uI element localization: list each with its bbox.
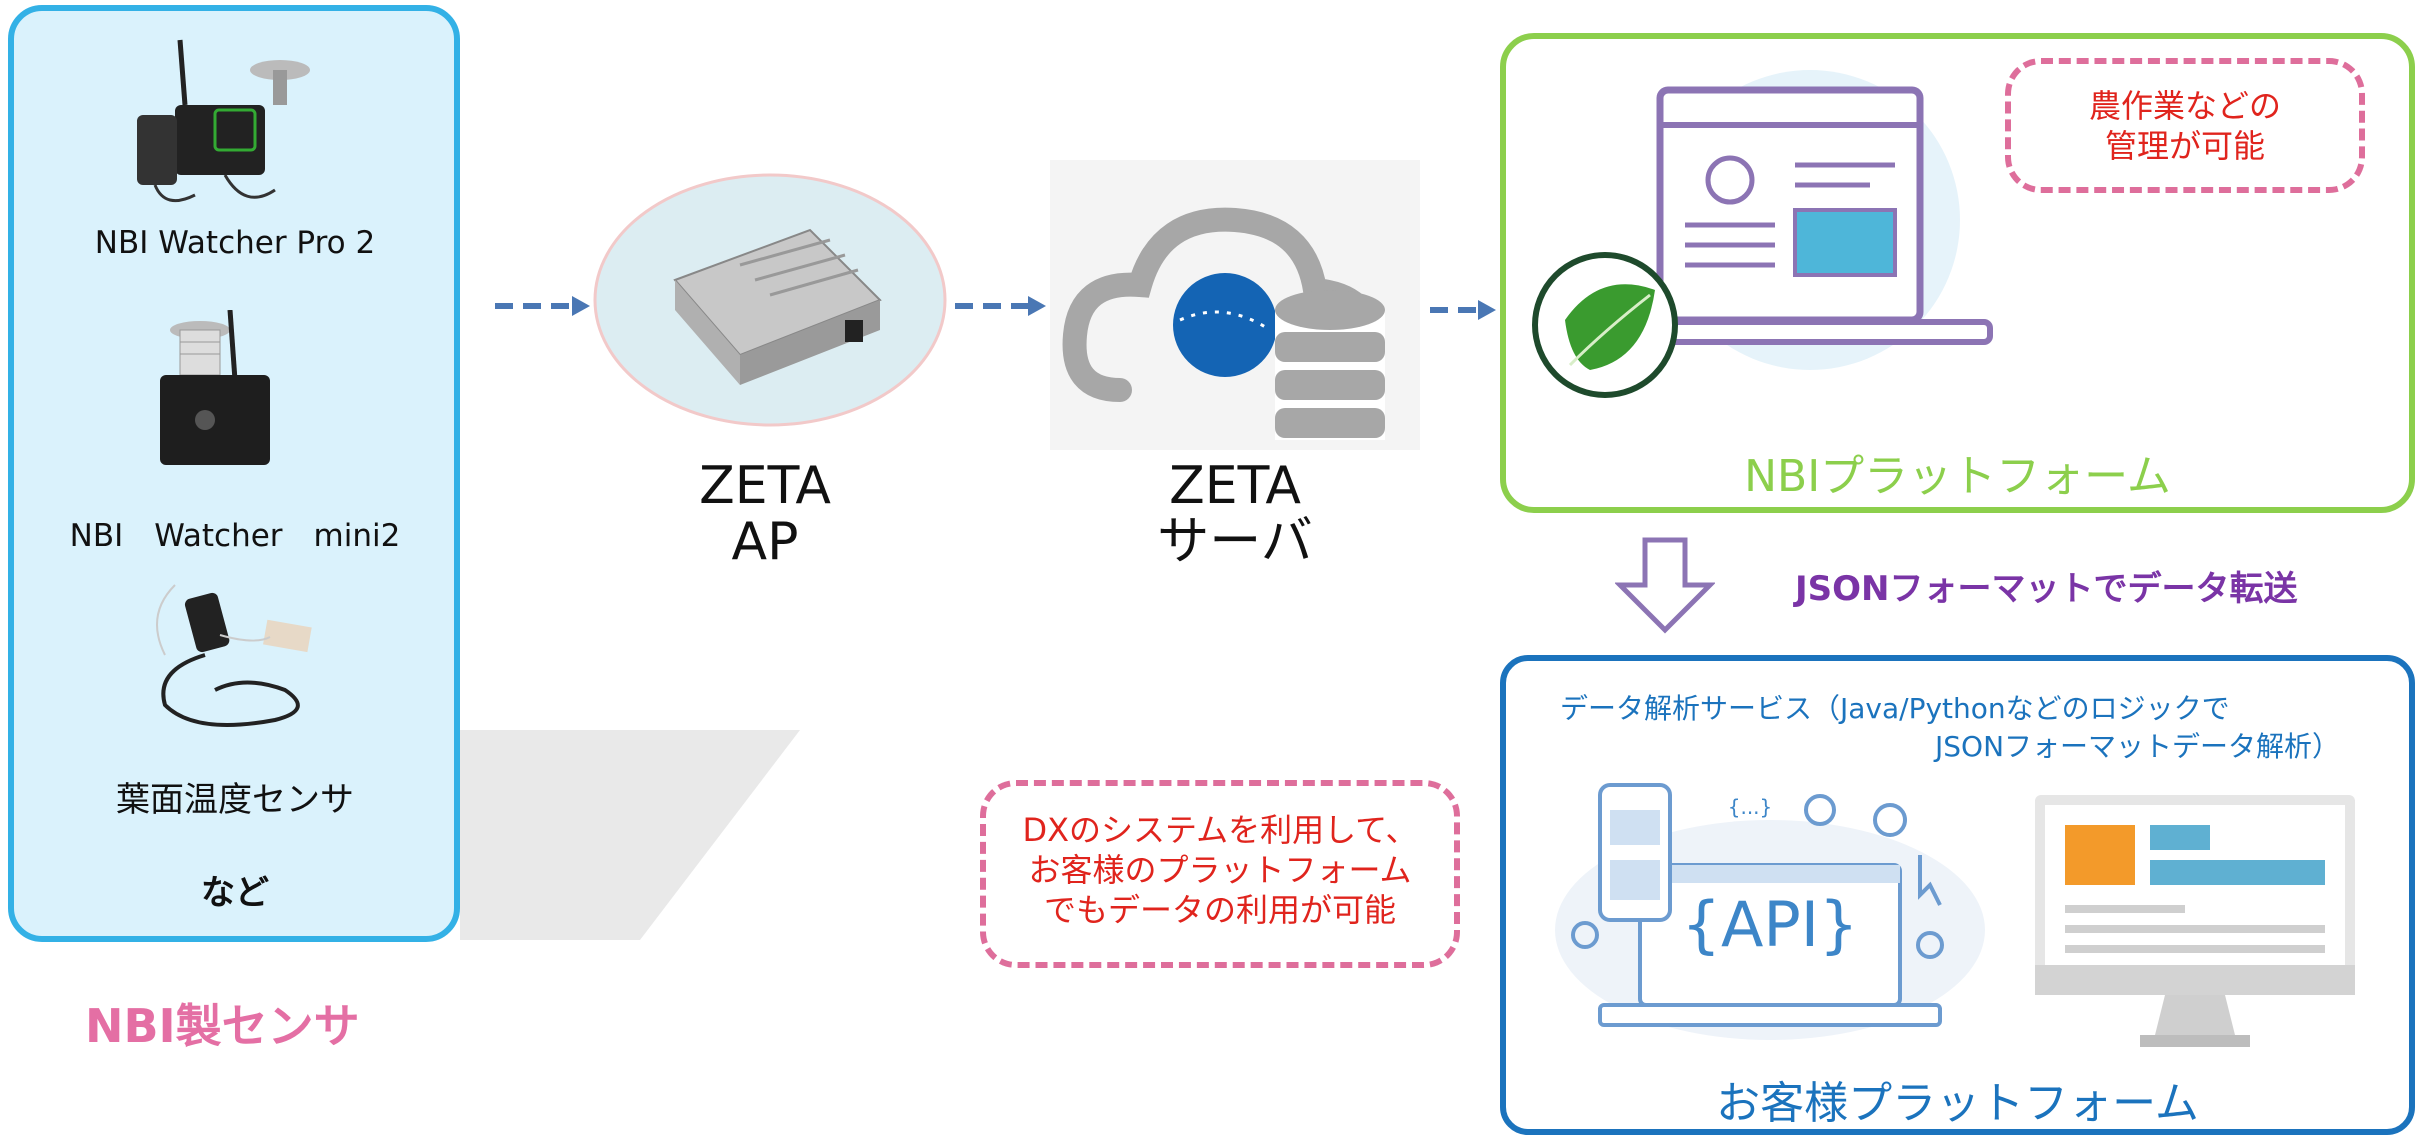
transfer-label: JSONフォーマットでデータ転送 (1795, 569, 2298, 609)
customer-desc-line1: データ解析サービス（Java/Pythonなどのロジックで (1560, 692, 2230, 725)
nbi-platform-note: 農作業などの 管理が可能 (2005, 58, 2365, 193)
customer-platform-title: お客様プラットフォーム (1716, 1078, 2199, 1129)
sensor-label-watcher-pro-2: NBI Watcher Pro 2 (94, 225, 376, 261)
watcher-pro-2-image (137, 39, 310, 203)
zeta-ap-image (593, 173, 947, 427)
nbi-platform-title: NBIプラットフォーム (1744, 451, 2171, 502)
dx-note-line2: お客様のプラットフォーム (1028, 851, 1412, 889)
code-braces-label: {...} (1727, 795, 1773, 819)
api-label: {API} (1681, 888, 1859, 961)
zeta-server-label: ZETA サーバ (1110, 458, 1360, 570)
zeta-server-image (1050, 160, 1420, 450)
sensor-label-watcher-mini2: NBI Watcher mini2 (69, 518, 401, 554)
nbi-note-line1: 農作業などの (2088, 87, 2281, 125)
zeta-server-label-line1: ZETA (1169, 456, 1301, 516)
leaf-logo-icon (1532, 252, 1678, 398)
nbi-note-line2: 管理が可能 (2104, 127, 2265, 165)
zeta-server-label-line2: サーバ (1157, 512, 1313, 572)
sensor-group-label: NBI製センサ (85, 999, 360, 1053)
sensor-label-leaf-temp: 葉面温度センサ (116, 780, 354, 820)
dx-note-line3: でもデータの利用が可能 (1043, 891, 1396, 929)
watcher-mini2-image (160, 310, 270, 465)
zeta-ap-label-line1: ZETA (699, 456, 831, 516)
zeta-ap-label-line2: AP (731, 512, 799, 572)
leaf-temp-sensor-image (156, 584, 312, 727)
dx-note: DXのシステムを利用して、 お客様のプラットフォーム でもデータの利用が可能 (980, 780, 1460, 968)
customer-desc-line2: JSONフォーマットデータ解析） (1935, 730, 2341, 763)
sensor-etc-label: など (201, 873, 269, 913)
monitor-illustration (2035, 795, 2355, 1047)
down-arrow-icon (1615, 537, 1715, 634)
dx-note-line1: DXのシステムを利用して、 (1022, 811, 1418, 849)
zeta-ap-label: ZETA AP (640, 458, 890, 570)
api-illustration (1555, 783, 1985, 1040)
